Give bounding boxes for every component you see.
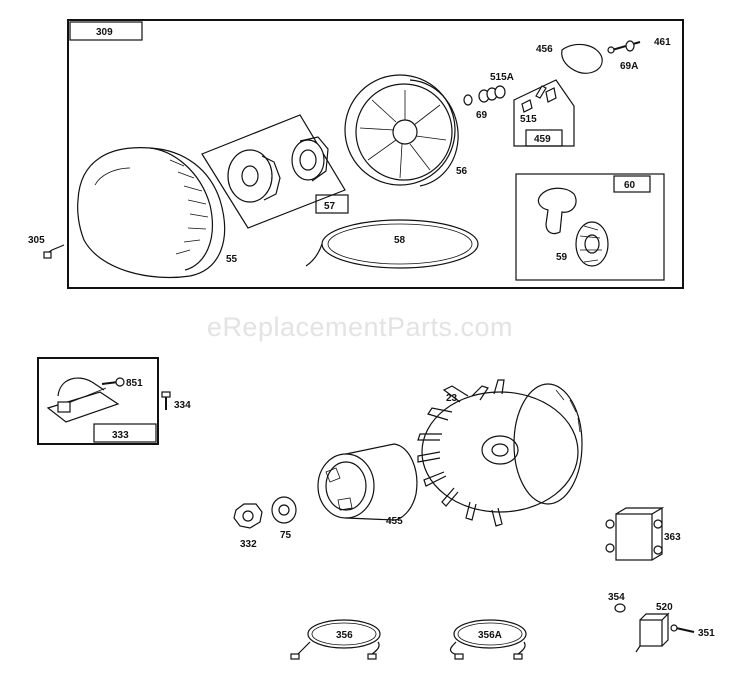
label-356: 356 — [336, 630, 353, 641]
label-455: 455 — [386, 516, 403, 527]
label-456: 456 — [536, 44, 553, 55]
part-334-screw[interactable]: 334 — [161, 391, 191, 411]
label-332: 332 — [240, 539, 257, 550]
part-515A-spring[interactable]: 515A — [478, 72, 514, 103]
label-58: 58 — [394, 235, 406, 246]
label-305: 305 — [28, 235, 45, 246]
label-461: 461 — [654, 37, 671, 48]
assembly-box-309: 309 — [67, 19, 684, 289]
label-69A: 69A — [620, 61, 638, 72]
label-55: 55 — [226, 254, 238, 265]
part-333-bracket[interactable] — [46, 377, 120, 423]
watermark: eReplacementParts.com — [207, 312, 513, 342]
part-55-blower-housing[interactable]: 55 — [77, 147, 238, 279]
part-305-screw[interactable]: 305 — [28, 235, 65, 259]
label-459: 459 — [534, 134, 551, 145]
label-69: 69 — [476, 110, 488, 121]
assembly-box-57: 57 — [201, 114, 349, 229]
label-56: 56 — [456, 166, 468, 177]
part-75-washer[interactable]: 75 — [271, 496, 297, 541]
part-851-screw[interactable]: 851 — [101, 377, 143, 389]
part-351-screw[interactable]: 351 — [670, 624, 715, 639]
label-333: 333 — [112, 430, 129, 441]
part-356A-wire[interactable]: 356A — [449, 619, 527, 660]
part-23-flywheel[interactable]: 23 — [417, 379, 583, 527]
label-351: 351 — [698, 628, 715, 639]
label-334: 334 — [174, 400, 191, 411]
part-461-screw[interactable]: 461 — [607, 37, 671, 54]
label-23: 23 — [446, 393, 458, 404]
part-515-dog[interactable]: 515 — [520, 85, 557, 125]
assembly-box-333: 333 — [37, 357, 159, 445]
part-332-nut[interactable]: 332 — [233, 503, 263, 550]
label-363: 363 — [664, 532, 681, 543]
label-515: 515 — [520, 114, 537, 125]
label-59: 59 — [556, 252, 568, 263]
part-363-terminal-block[interactable]: 363 — [605, 506, 681, 561]
label-851: 851 — [126, 378, 143, 389]
label-309: 309 — [96, 27, 113, 38]
part-69A-washer[interactable]: 69A — [620, 40, 638, 72]
part-356-wire[interactable]: 356 — [290, 619, 381, 660]
label-354: 354 — [608, 592, 625, 603]
part-56-pulley[interactable]: 56 — [344, 74, 468, 187]
part-59-ratchet[interactable]: 59 — [537, 187, 609, 267]
part-58-starter-rope[interactable]: 58 — [305, 219, 479, 269]
label-520: 520 — [656, 602, 673, 613]
label-75: 75 — [280, 530, 292, 541]
label-60: 60 — [624, 180, 636, 191]
part-57-clutch[interactable] — [227, 136, 329, 203]
part-455-cup[interactable]: 455 — [317, 443, 418, 527]
label-515A: 515A — [490, 72, 514, 83]
part-69-washer[interactable]: 69 — [463, 94, 488, 121]
part-456-retainer[interactable]: 456 — [536, 43, 603, 74]
label-356A: 356A — [478, 630, 502, 641]
assembly-box-60: 60 — [515, 173, 665, 281]
part-354-clip[interactable]: 354 — [608, 592, 626, 613]
assembly-box-459: 459 — [513, 79, 575, 147]
label-57: 57 — [324, 201, 336, 212]
part-520-switch[interactable]: 520 — [635, 602, 673, 653]
